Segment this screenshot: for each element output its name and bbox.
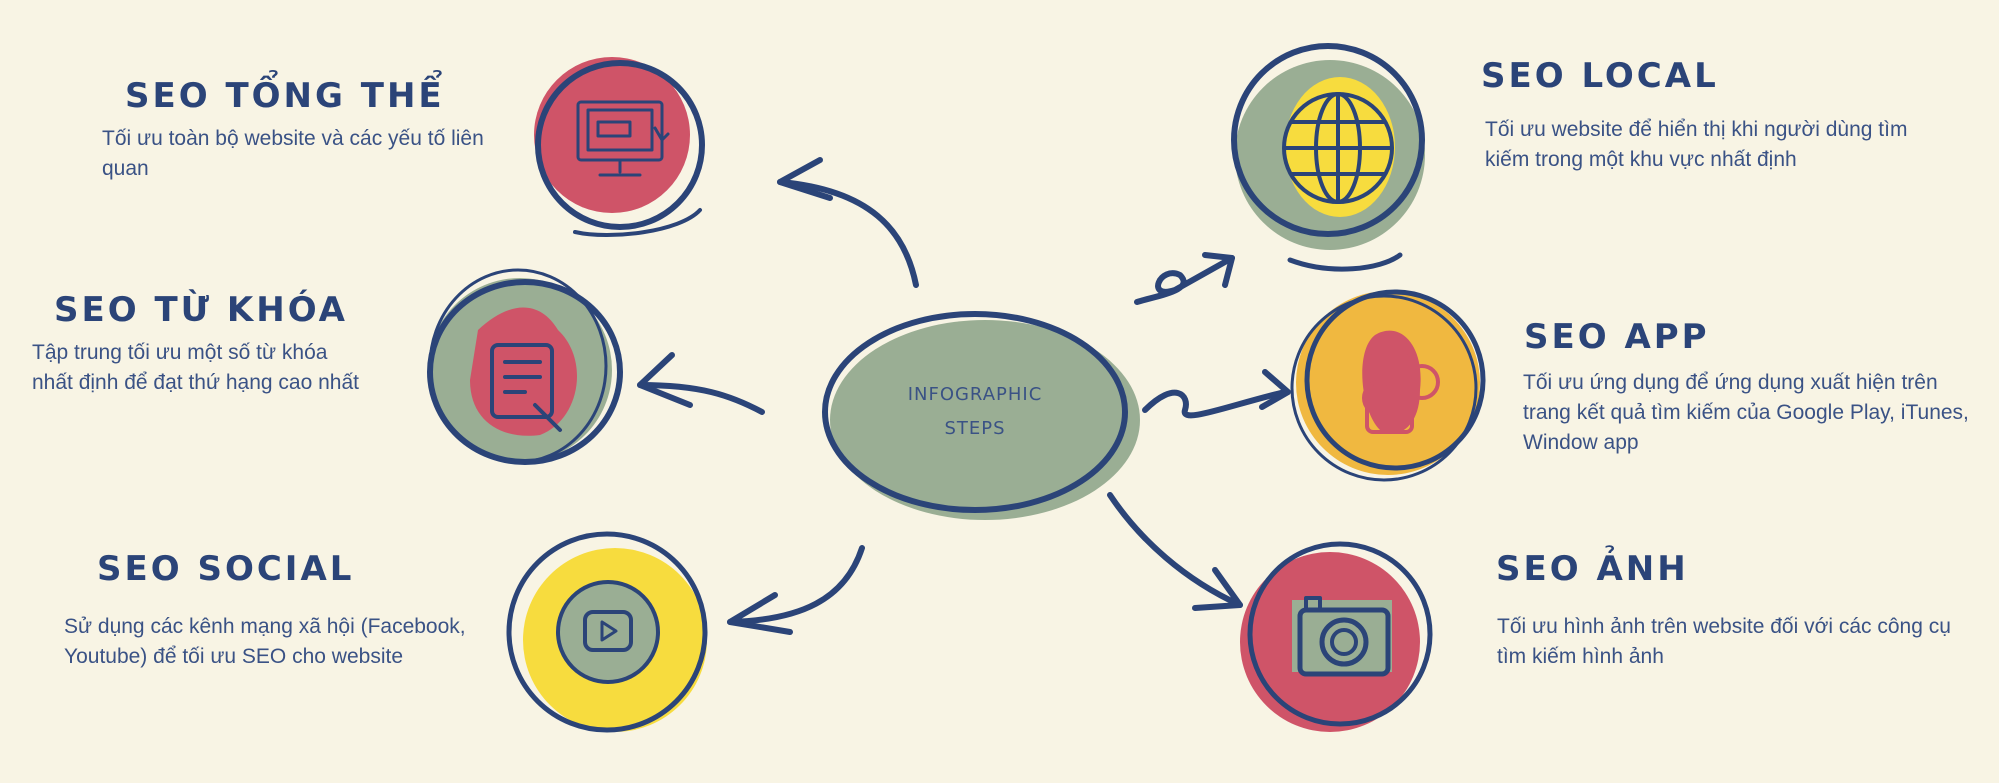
video-play-icon	[506, 531, 708, 733]
step-title-seo-tu-khoa: SEO TỪ KHÓA	[54, 290, 348, 330]
center-ellipse	[822, 311, 1128, 513]
arrow-to-seo-local	[1134, 252, 1235, 305]
step-desc-seo-social: Sử dụng các kênh mạng xã hội (Facebook, …	[64, 615, 466, 668]
arrow-to-seo-anh	[1107, 492, 1243, 611]
step-title-seo-tong-the: SEO TỔNG THỂ	[125, 76, 445, 116]
arrow-to-seo-tong-the	[777, 157, 919, 288]
center-label-line1: INFOGRAPHIC	[907, 384, 1043, 405]
center-label-line2: STEPS	[944, 418, 1006, 439]
smartphone-hearts-icon	[1290, 289, 1486, 482]
step-desc-seo-tu-khoa: Tập trung tối ưu một số từ khóa nhất địn…	[32, 341, 359, 394]
step-desc-seo-anh: Tối ưu hình ảnh trên website đối với các…	[1497, 615, 1951, 668]
arrow-to-seo-tu-khoa	[637, 352, 765, 415]
center-label: INFOGRAPHIC STEPS	[855, 378, 1095, 446]
step-title-seo-app: SEO APP	[1524, 317, 1710, 357]
step-desc-seo-tong-the: Tối ưu toàn bộ website và các yếu tố liê…	[102, 127, 484, 180]
monitor-icon	[534, 57, 705, 238]
step-title-seo-anh: SEO ẢNH	[1496, 549, 1689, 589]
arrow-to-seo-app	[1142, 369, 1291, 419]
camera-icon	[1240, 541, 1433, 732]
arrow-to-seo-social	[727, 545, 865, 635]
globe-icon	[1231, 43, 1425, 272]
step-desc-seo-local: Tối ưu website để hiển thị khi người dùn…	[1485, 118, 1908, 171]
step-title-seo-local: SEO LOCAL	[1481, 56, 1719, 96]
step-title-seo-social: SEO SOCIAL	[97, 549, 355, 589]
document-edit-icon	[427, 268, 623, 465]
step-desc-seo-app: Tối ưu ứng dụng để ứng dụng xuất hiện tr…	[1523, 371, 1969, 454]
center-ellipse-fill	[830, 320, 1140, 520]
